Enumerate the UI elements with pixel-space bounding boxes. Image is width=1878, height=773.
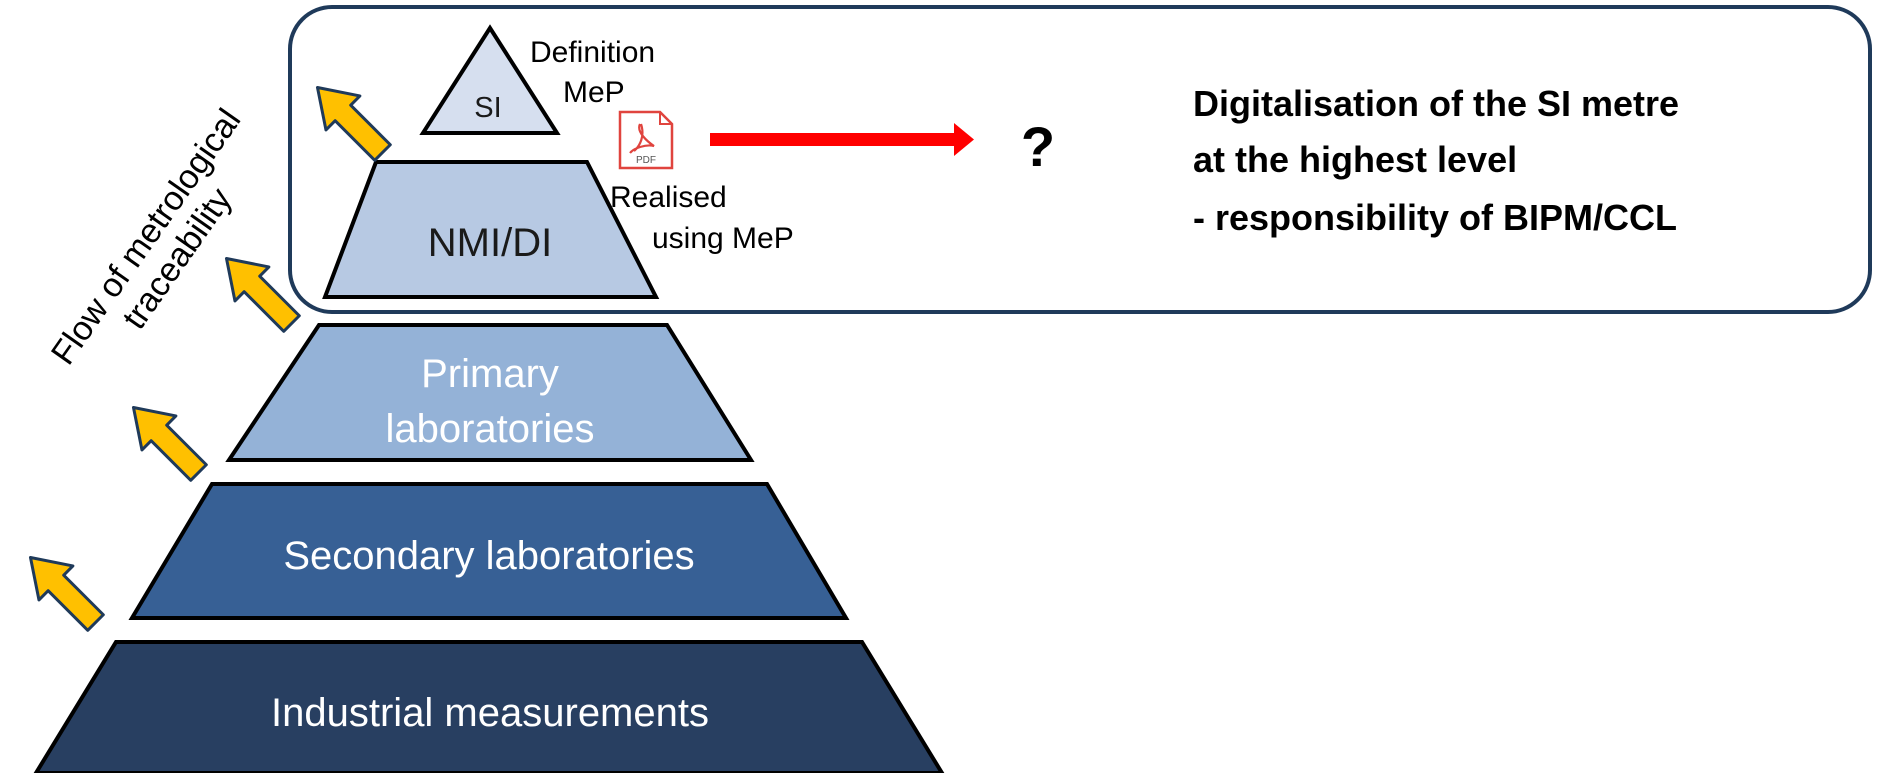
flow-label: Flow of metrological traceability [44, 102, 249, 371]
arrow-down-left-icon [28, 555, 105, 632]
pyramid-level-nmi [322, 160, 660, 299]
level-label-secondary: Secondary laboratories [283, 534, 694, 578]
pyramid [33, 24, 945, 773]
arrow-right-icon [710, 123, 974, 156]
level-label-nmi: NMI/DI [428, 221, 552, 265]
level-label-primary-line1: Primary [421, 352, 559, 396]
flow-arrows [28, 85, 392, 632]
pyramid-level-secondary [128, 482, 850, 620]
realised-label: Realised [610, 181, 727, 214]
definition-label: Definition [530, 36, 655, 69]
realised-using-mep-label: using MeP [652, 222, 794, 255]
question-mark: ? [1021, 115, 1055, 178]
pyramid-level-si [419, 24, 561, 135]
level-label-si: SI [474, 92, 501, 124]
arrow-down-left-icon [131, 405, 208, 482]
pdf-icon-text: PDF [636, 155, 656, 166]
callout-line-2: at the highest level [1193, 139, 1517, 180]
pyramid-level-primary [225, 323, 755, 462]
level-label-primary-line2: laboratories [385, 407, 594, 451]
highlight-frame [288, 5, 1872, 314]
pyramid-level-industrial [33, 640, 945, 773]
arrow-down-left-icon [315, 85, 392, 162]
arrow-down-left-icon [224, 256, 301, 333]
callout-line-3: - responsibility of BIPM/CCL [1193, 197, 1677, 238]
definition-mep-label: MeP [563, 76, 625, 109]
pdf-file-icon: PDF [618, 110, 674, 170]
level-label-industrial: Industrial measurements [271, 691, 709, 735]
callout-line-1: Digitalisation of the SI metre [1193, 83, 1679, 124]
